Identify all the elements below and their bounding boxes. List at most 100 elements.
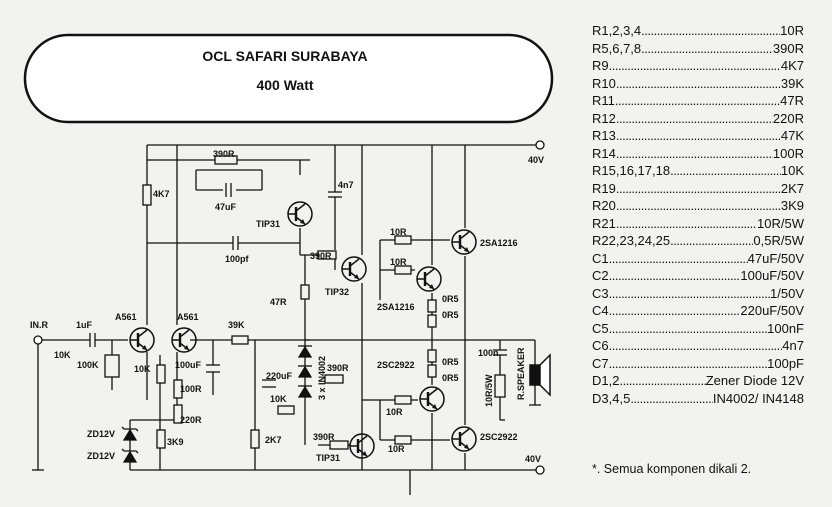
label-speaker: R.SPEAKER [516, 347, 526, 400]
part-name: R5,6,7,8 [592, 40, 642, 56]
part-value: 10K [780, 163, 804, 178]
part-name: C6 [592, 338, 609, 353]
part-value: Zener Diode 12V [705, 373, 804, 388]
label-q-tip32: TIP32 [325, 287, 349, 297]
footnote: *. Semua komponen dikali 2. [592, 462, 752, 476]
parts-list-item: R203K9 [592, 197, 804, 215]
bottom-rail-label: 40V [525, 454, 541, 464]
title-line-2: 400 Watt [256, 77, 313, 93]
dot-leader [616, 197, 781, 215]
transistor-tip31-top [286, 200, 314, 228]
part-value: 3K9 [780, 198, 804, 213]
dot-leader [609, 355, 768, 373]
label-r-10k-b: 10K [134, 364, 151, 374]
parts-list-item: C147uF/50V [592, 250, 804, 268]
parts-list-item: C2100uF/50V [592, 267, 804, 285]
dot-leader [619, 372, 705, 390]
dot-leader [670, 232, 753, 250]
part-name: R10 [592, 75, 616, 91]
label-q-2sa1216-b: 2SA1216 [377, 302, 415, 312]
dot-leader [609, 320, 768, 338]
part-name: C2 [592, 268, 609, 283]
part-value: IN4002/ IN4148 [712, 390, 804, 406]
parts-list-item: R14100R [592, 145, 804, 163]
label-r-3k9: 3K9 [167, 437, 184, 447]
part-name: R9 [592, 58, 609, 73]
parts-list-item: R19 2K7 [592, 180, 804, 198]
parts-list-item: R10 39K [592, 75, 804, 93]
parts-list-item: R1,2,3,4 10R [592, 22, 804, 40]
label-c-100uf: 100uF [175, 360, 202, 370]
label-r-0r5-c: 0R5 [442, 357, 459, 367]
part-name: R1,2,3,4 [592, 23, 642, 38]
label-r-220r: 220R [180, 415, 202, 425]
part-value: 47K [780, 128, 804, 143]
dot-leader [616, 127, 781, 145]
part-value: 10R/5W [757, 215, 804, 231]
part-name: R11 [592, 93, 615, 108]
label-c-47uf: 47uF [215, 202, 237, 212]
parts-list-item: C7100pF [592, 355, 804, 373]
parts-list-item: C6 4n7 [592, 337, 804, 355]
label-r-10r-b: 10R [390, 257, 407, 267]
dot-leader [616, 180, 781, 198]
part-value: 10R [780, 23, 804, 38]
part-name: R19 [592, 180, 616, 196]
part-value: 2K7 [780, 180, 804, 196]
label-c-100n: 100n [478, 348, 499, 358]
part-value: 4K7 [780, 58, 804, 73]
label-r-100k: 100K [77, 360, 99, 370]
label-c-220uf: 220uF [266, 371, 293, 381]
part-name: R13 [592, 128, 616, 143]
dot-leader [616, 110, 773, 128]
title-line-1: OCL SAFARI SURABAYA [202, 48, 367, 64]
input-label: IN.R [30, 320, 49, 330]
label-q-tip31-top: TIP31 [256, 219, 280, 229]
part-value: 220R [772, 110, 804, 126]
label-d-3x: 3 x IN4002 [317, 356, 327, 400]
part-value: 100R [772, 145, 804, 161]
label-r-100r: 100R [180, 384, 202, 394]
dot-leader [609, 337, 783, 355]
transistor-2sa1216-b [415, 265, 443, 293]
label-r-10r5w: 10R/5W [484, 374, 494, 407]
dot-leader [609, 302, 741, 320]
part-value: 4n7 [782, 338, 804, 353]
dot-leader [609, 267, 741, 285]
dot-leader [616, 215, 757, 233]
parts-list-item: R12220R [592, 110, 804, 128]
label-r-4k7: 4K7 [153, 189, 170, 199]
transistor-2sc2922-a [418, 385, 446, 413]
label-r-390r-mid: 390R [310, 251, 332, 261]
label-r-390r-low: 390R [327, 363, 349, 373]
dot-leader [609, 285, 770, 303]
part-value: 1/50V [770, 285, 804, 301]
parts-list-item: C4220uF/50V [592, 302, 804, 320]
part-name: D1,2 [592, 373, 620, 388]
dot-leader [641, 40, 773, 58]
dot-leader [616, 75, 781, 93]
label-r-0r5-d: 0R5 [442, 373, 459, 383]
label-c-100pf: 100pf [225, 254, 250, 264]
part-value: 39K [780, 75, 804, 91]
label-q-2sc2922-b: 2SC2922 [480, 432, 518, 442]
parts-list-item: R2110R/5W [592, 215, 804, 233]
dot-leader [616, 145, 773, 163]
part-name: R22,23,24,25 [592, 233, 671, 248]
part-name: C7 [592, 355, 609, 371]
label-q-a561-a: A561 [115, 312, 137, 322]
dot-leader [641, 22, 780, 40]
label-r-10r-c: 10R [386, 407, 403, 417]
transistor-2sc2922-b [450, 425, 478, 453]
label-c-1uf: 1uF [76, 320, 93, 330]
parts-list-item: R13 47K [592, 127, 804, 145]
label-zd-b: ZD12V [87, 451, 115, 461]
parts-list-item: D3,4,5 IN4002/ IN4148 [592, 390, 804, 408]
part-name: D3,4,5 [592, 390, 631, 406]
part-name: C5 [592, 320, 609, 336]
transistor-tip32 [340, 255, 368, 283]
part-value: 100nF [767, 320, 804, 336]
parts-list-item: R15,16,17,1810K [592, 162, 804, 180]
parts-list-item: D1,2 Zener Diode 12V [592, 372, 804, 390]
part-value: 0,5R/5W [753, 233, 804, 248]
